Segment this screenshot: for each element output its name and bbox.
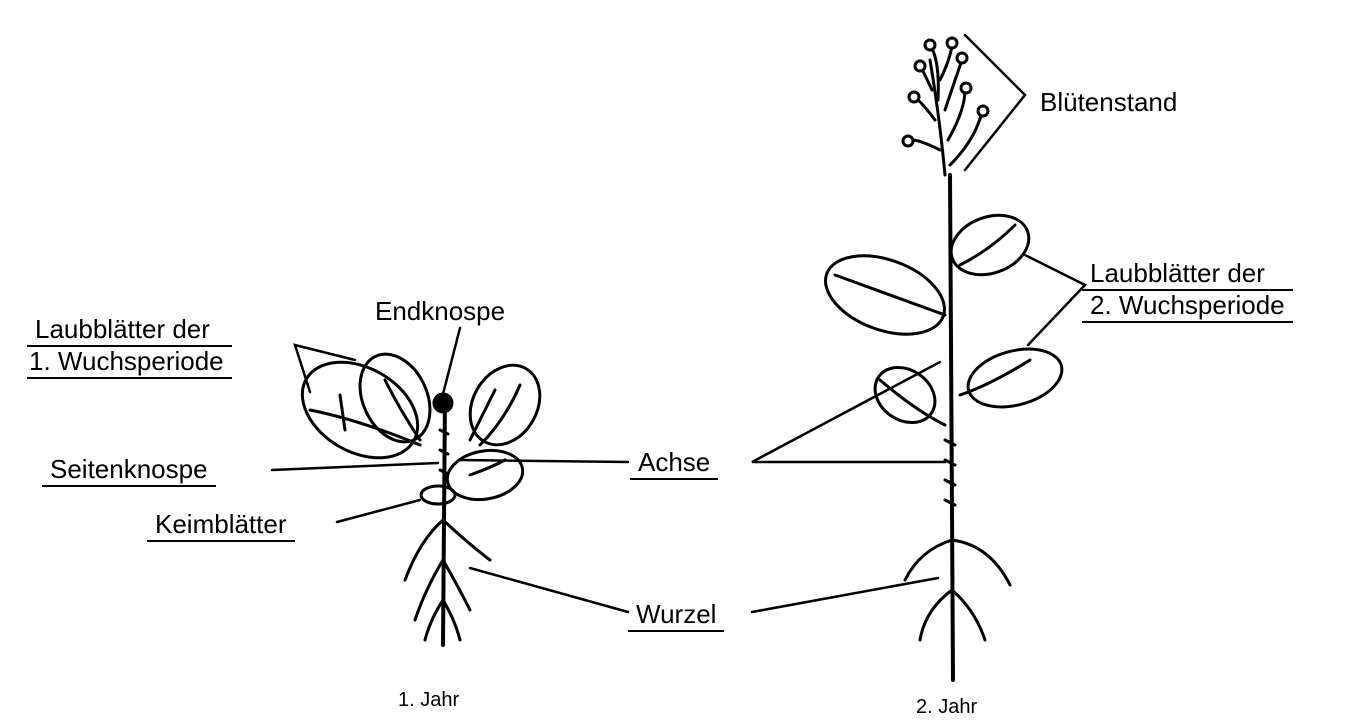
label-leaves-period-1: Laubblätter der 1. Wuchsperiode xyxy=(27,315,232,379)
label-leaves1-line2: 1. Wuchsperiode xyxy=(27,347,232,379)
label-leaves1-line1: Laubblätter der xyxy=(27,315,232,347)
label-leaves2-line1: Laubblätter der xyxy=(1082,259,1293,291)
label-cotyledons: Keimblätter xyxy=(147,510,295,542)
label-leaves-period-2: Laubblätter der 2. Wuchsperiode xyxy=(1082,259,1293,323)
label-axis: Achse xyxy=(630,448,719,480)
label-year-2: 2. Jahr xyxy=(916,696,978,718)
leader-lines xyxy=(270,33,1088,614)
plant-year-1 xyxy=(300,352,542,647)
label-inflorescence: Blütenstand xyxy=(1040,87,1178,117)
label-year-1: 1. Jahr xyxy=(398,689,460,711)
label-leaves2-line2: 2. Wuchsperiode xyxy=(1082,291,1293,323)
label-terminal-bud: Endknospe xyxy=(375,296,506,326)
plant-year-2 xyxy=(824,36,1064,682)
label-root: Wurzel xyxy=(628,600,725,632)
label-lateral-bud: Seitenknospe xyxy=(42,455,216,487)
